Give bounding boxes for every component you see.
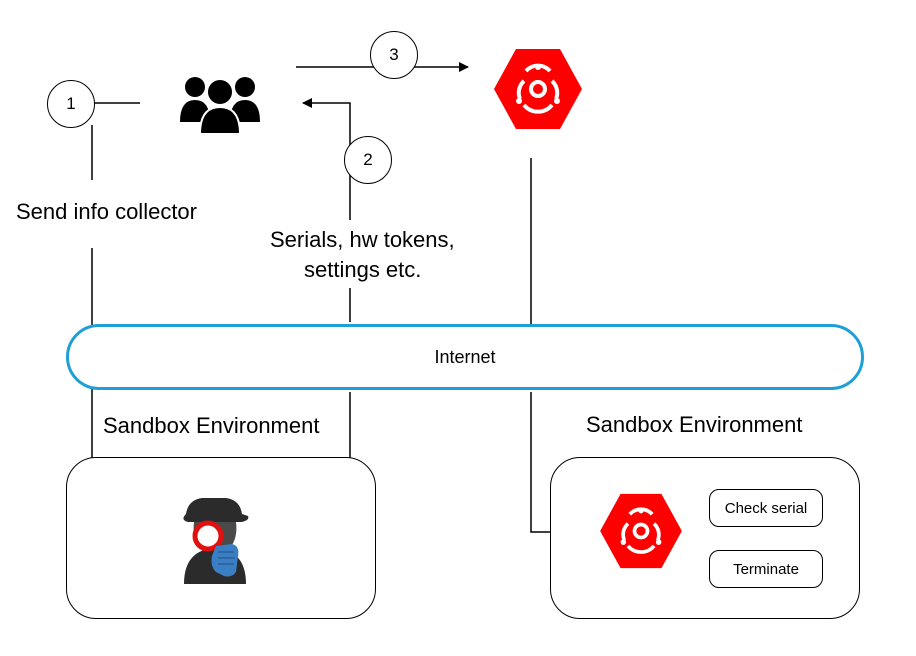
sandbox-biohazard-icon bbox=[600, 493, 682, 569]
internet-label: Internet bbox=[434, 346, 496, 367]
check-serial-label: Check serial bbox=[724, 499, 808, 517]
serials-label-line2: settings etc. bbox=[304, 257, 422, 282]
spy-detective-icon bbox=[183, 498, 249, 584]
sandbox-left-title: Sandbox Environment bbox=[103, 413, 320, 438]
sandbox-right-box bbox=[550, 457, 860, 619]
sandbox-right-title: Sandbox Environment bbox=[586, 412, 803, 437]
check-serial-box: Check serial bbox=[709, 489, 823, 527]
internet-bar: Internet bbox=[66, 324, 864, 390]
serials-label-line1: Serials, hw tokens, bbox=[270, 227, 455, 252]
step-3-circle: 3 bbox=[370, 31, 418, 79]
step-3-number: 3 bbox=[389, 45, 399, 64]
send-info-collector-label: Send info collector bbox=[16, 199, 197, 224]
step-1-circle: 1 bbox=[47, 80, 95, 128]
step-2-number: 2 bbox=[363, 150, 373, 169]
biohazard-hexagon-icon bbox=[494, 49, 582, 129]
terminate-label: Terminate bbox=[733, 560, 799, 578]
users-group-icon bbox=[180, 77, 260, 134]
step-2-circle: 2 bbox=[344, 136, 392, 184]
terminate-box: Terminate bbox=[709, 550, 823, 588]
arrow-to-users bbox=[302, 98, 351, 220]
step-1-number: 1 bbox=[66, 94, 76, 113]
